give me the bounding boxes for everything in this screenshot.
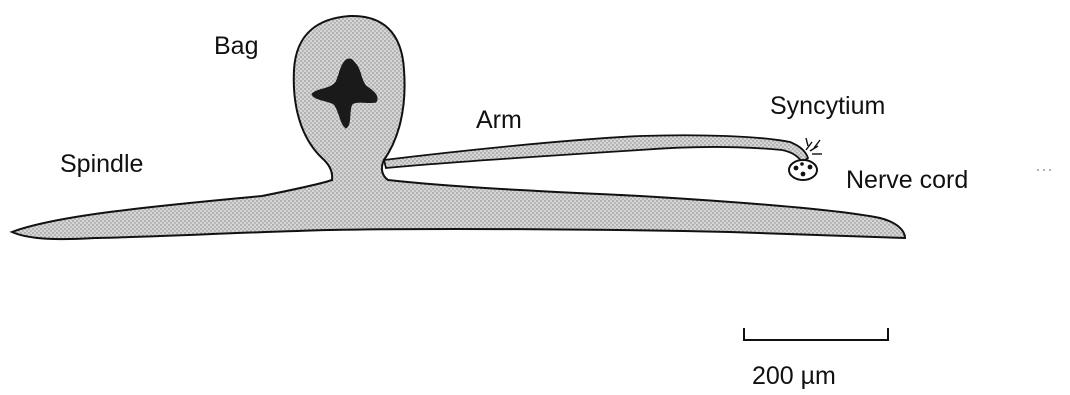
label-spindle: Spindle bbox=[60, 150, 143, 178]
label-bag: Bag bbox=[214, 32, 258, 60]
scale-bar bbox=[744, 328, 888, 341]
spindle-body bbox=[12, 16, 905, 239]
label-syncytium: Syncytium bbox=[770, 92, 885, 120]
arm-process bbox=[384, 135, 808, 168]
label-arm: Arm bbox=[476, 106, 522, 134]
scale-bar-label: 200 µm bbox=[752, 362, 836, 390]
faint-dots bbox=[1037, 169, 1051, 171]
syncytium-fibrils bbox=[806, 138, 822, 154]
nerve-cord-cross-section bbox=[789, 160, 817, 180]
label-nerve-cord: Nerve cord bbox=[846, 166, 968, 194]
